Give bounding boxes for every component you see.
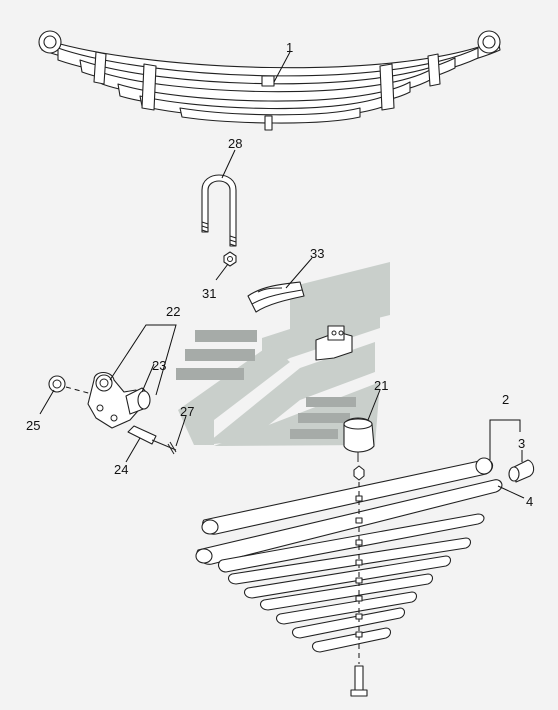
callout-2: 2 bbox=[502, 392, 509, 407]
center-bolt-holes bbox=[355, 495, 363, 638]
leaf-8[interactable] bbox=[291, 607, 406, 639]
shackle-pin[interactable] bbox=[127, 425, 177, 451]
grease-fitting[interactable] bbox=[167, 441, 177, 455]
main-leaf[interactable] bbox=[201, 457, 494, 535]
leaf-9[interactable] bbox=[311, 627, 392, 653]
bump-stop-nut[interactable] bbox=[353, 465, 365, 481]
callout-24: 24 bbox=[114, 462, 128, 477]
leaf-3[interactable] bbox=[217, 513, 485, 573]
assembled-leaf-spring[interactable] bbox=[38, 30, 501, 131]
callout-21: 21 bbox=[374, 378, 388, 393]
callout-25: 25 bbox=[26, 418, 40, 433]
leaf-5[interactable] bbox=[243, 555, 452, 599]
callout-1: 1 bbox=[286, 40, 293, 55]
bump-stop[interactable] bbox=[343, 417, 375, 462]
u-bolt-nut[interactable] bbox=[223, 251, 237, 267]
leaf-4[interactable] bbox=[227, 537, 472, 585]
callout-4: 4 bbox=[526, 494, 533, 509]
spring-pad[interactable] bbox=[247, 281, 305, 313]
u-bolt[interactable] bbox=[201, 174, 237, 247]
callout-3: 3 bbox=[518, 436, 525, 451]
shackle-bushing[interactable] bbox=[125, 387, 151, 415]
callout-33: 33 bbox=[310, 246, 324, 261]
eye-bushing[interactable] bbox=[508, 459, 535, 483]
leaf-6[interactable] bbox=[259, 573, 434, 611]
watermark-logo bbox=[176, 262, 390, 446]
callout-23: 23 bbox=[152, 358, 166, 373]
callout-28: 28 bbox=[228, 136, 242, 151]
leaf-7[interactable] bbox=[275, 591, 418, 625]
leader-lines bbox=[39, 51, 525, 499]
callout-22: 22 bbox=[166, 304, 180, 319]
callout-31: 31 bbox=[202, 286, 216, 301]
center-bolt[interactable] bbox=[350, 665, 368, 697]
spring-bracket[interactable] bbox=[315, 325, 353, 361]
callout-27: 27 bbox=[180, 404, 194, 419]
second-leaf[interactable] bbox=[195, 479, 503, 565]
shackle-washer[interactable] bbox=[48, 375, 66, 393]
